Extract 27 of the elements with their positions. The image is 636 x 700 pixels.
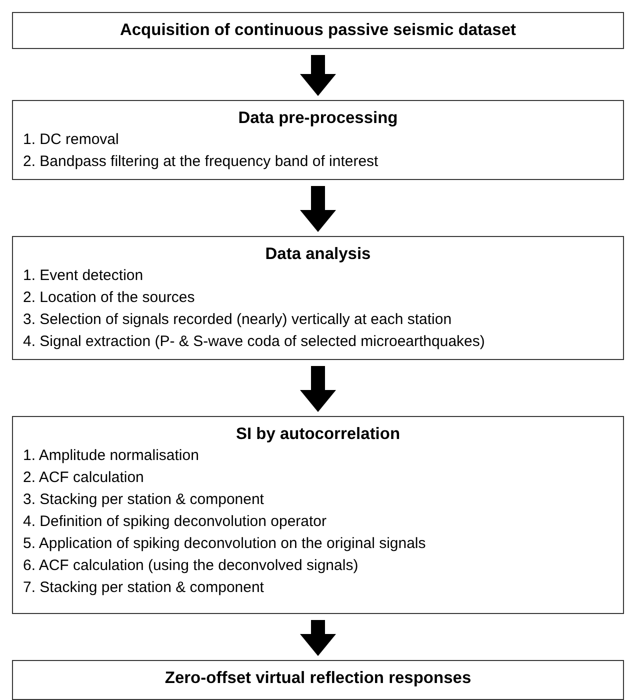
list-item: 2. ACF calculation	[23, 468, 145, 488]
process-box	[12, 100, 624, 180]
process-box	[12, 12, 624, 49]
list-item: 1. Event detection	[23, 266, 144, 286]
list-item: 5. Application of spiking deconvolution on the original signals	[23, 534, 427, 554]
box-heading: Data analysis	[264, 244, 372, 265]
list-item: 7. Stacking per station & component	[23, 578, 265, 598]
box-heading: Data pre-processing	[237, 108, 399, 129]
arrow	[300, 366, 336, 412]
process-box	[12, 236, 624, 360]
list-item: 3. Selection of signals recorded (nearly) vertically at each station	[23, 310, 453, 330]
process-box	[12, 416, 624, 614]
list-item: 3. Stacking per station & component	[23, 490, 265, 510]
list-item: 1. Amplitude normalisation	[23, 446, 200, 466]
arrow	[300, 620, 336, 656]
box-heading: SI by autocorrelation	[234, 424, 402, 445]
arrow	[300, 186, 336, 232]
list-item: 2. Location of the sources	[23, 288, 196, 308]
list-item: 4. Definition of spiking deconvolution operator	[23, 512, 328, 532]
list-item: 6. ACF calculation (using the deconvolved signals)	[23, 556, 360, 576]
list-item: 2. Bandpass filtering at the frequency band of interest	[23, 152, 380, 172]
box-heading: Zero-offset virtual reflection responses	[164, 668, 472, 689]
list-item: 4. Signal extraction (P- & S-wave coda of selected microearthquakes)	[23, 332, 486, 352]
arrow	[300, 55, 336, 96]
box-heading: Acquisition of continuous passive seismic dataset	[118, 20, 518, 41]
list-item: 1. DC removal	[23, 130, 120, 150]
process-box	[12, 660, 624, 700]
